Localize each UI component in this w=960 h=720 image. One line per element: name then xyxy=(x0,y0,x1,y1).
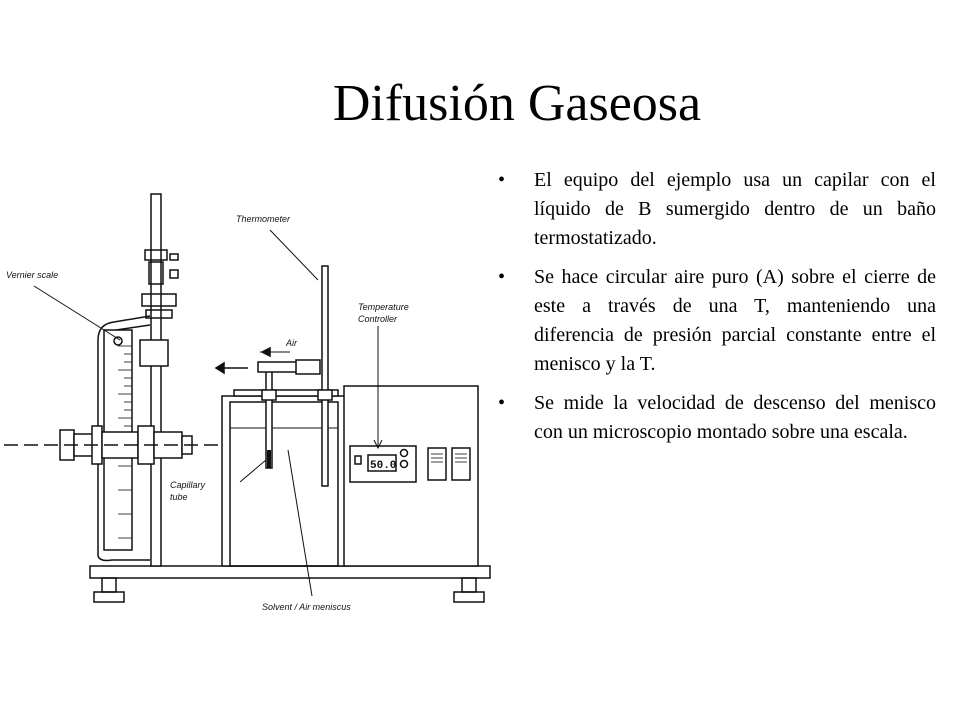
label-air: Air xyxy=(285,338,298,348)
foot-left xyxy=(101,577,117,593)
bullet-list: • El equipo del ejemplo usa un capilar co… xyxy=(498,166,936,457)
label-temp-controller-1: Temperature xyxy=(358,302,409,312)
ctrl-button-2 xyxy=(399,459,409,469)
display-value: 50.0 xyxy=(370,460,396,472)
capillary-clamp xyxy=(261,389,277,401)
vernier-screw xyxy=(113,336,123,346)
apparatus-diagram: Thermometer Vernier scale Temperature Co… xyxy=(4,193,491,612)
column xyxy=(150,193,162,567)
bullet-dot: • xyxy=(498,266,506,288)
foot-right-pad xyxy=(453,591,485,603)
clamp-1 xyxy=(144,249,168,261)
ctrl-button-1 xyxy=(399,448,409,458)
bath-inner xyxy=(229,401,339,567)
bullet-dot: • xyxy=(498,169,506,191)
foot-right xyxy=(461,577,477,593)
base-plate xyxy=(89,565,491,579)
label-capillary-2: tube xyxy=(170,492,188,502)
collar xyxy=(141,293,177,307)
leader-capillary xyxy=(239,459,267,483)
slide-title: Difusión Gaseosa xyxy=(332,75,702,132)
leader-meniscus xyxy=(287,449,313,597)
air-inlet xyxy=(295,359,321,375)
liquid-in-capillary xyxy=(267,450,271,468)
bullet-text: Se hace circular aire puro (A) sobre el … xyxy=(534,266,936,375)
thermometer xyxy=(321,265,329,487)
knob-1 xyxy=(169,253,179,261)
switch-1 xyxy=(427,447,447,481)
foot-left-pad xyxy=(93,591,125,603)
crossbar xyxy=(233,389,339,397)
air-out-arrowhead xyxy=(214,361,225,375)
bullet-dot: • xyxy=(498,392,506,414)
bullet-item: • El equipo del ejemplo usa un capilar co… xyxy=(498,166,936,253)
frame-bottom xyxy=(97,555,150,562)
bullet-text: Se mide la velocidad de descenso del men… xyxy=(534,392,936,443)
leader-vernier xyxy=(33,285,121,341)
label-temp-controller-2: Controller xyxy=(358,314,398,324)
display xyxy=(367,454,397,472)
clamp-2 xyxy=(148,261,164,285)
knob-2 xyxy=(169,269,179,279)
vernier-slider xyxy=(139,339,169,367)
frame-outer xyxy=(97,315,151,556)
label-capillary-1: Capillary xyxy=(170,480,206,490)
leader-thermometer xyxy=(269,229,319,281)
collar-2 xyxy=(145,309,173,319)
ctrl-led xyxy=(354,455,362,465)
label-vernier: Vernier scale xyxy=(6,270,58,280)
label-thermometer: Thermometer xyxy=(236,214,291,224)
switch-2 xyxy=(451,447,471,481)
bullet-item: • Se mide la velocidad de descenso del me… xyxy=(498,389,936,447)
thermometer-clamp xyxy=(317,389,333,401)
bullet-text: El equipo del ejemplo usa un capilar con… xyxy=(534,169,936,249)
label-meniscus: Solvent / Air meniscus xyxy=(262,602,351,612)
bullet-item: • Se hace circular aire puro (A) sobre el… xyxy=(498,263,936,379)
